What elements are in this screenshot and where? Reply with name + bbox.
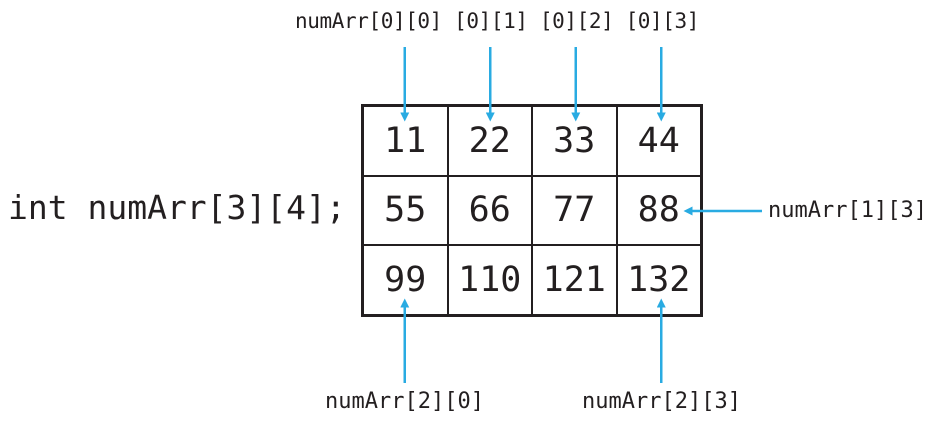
cell-0-0: 11: [363, 106, 448, 176]
cell-2-3-label: numArr[2][3]: [582, 389, 741, 414]
cell-2-3: 132: [616, 245, 701, 315]
cell-1-0: 55: [363, 175, 448, 246]
cell-2-2: 121: [532, 245, 617, 315]
cell-0-3: 44: [616, 106, 701, 176]
cell-1-3: 88: [616, 175, 701, 246]
cell-0-2: 33: [532, 106, 617, 176]
cell-1-2: 77: [532, 175, 617, 246]
array-grid: 11 22 33 44 55 66 77 88 99 110 121 132: [361, 104, 703, 317]
top-row-pointers-label: numArr[0][0] [0][1] [0][2] [0][3]: [295, 9, 700, 33]
cell-2-0: 99: [363, 245, 448, 315]
cell-0-1: 22: [447, 106, 532, 176]
cell-1-3-label: numArr[1][3]: [768, 198, 927, 223]
declaration-label: int numArr[3][4];: [8, 188, 346, 227]
cell-2-1: 110: [447, 245, 532, 315]
cell-1-1: 66: [447, 175, 532, 246]
cell-2-0-label: numArr[2][0]: [325, 389, 484, 414]
